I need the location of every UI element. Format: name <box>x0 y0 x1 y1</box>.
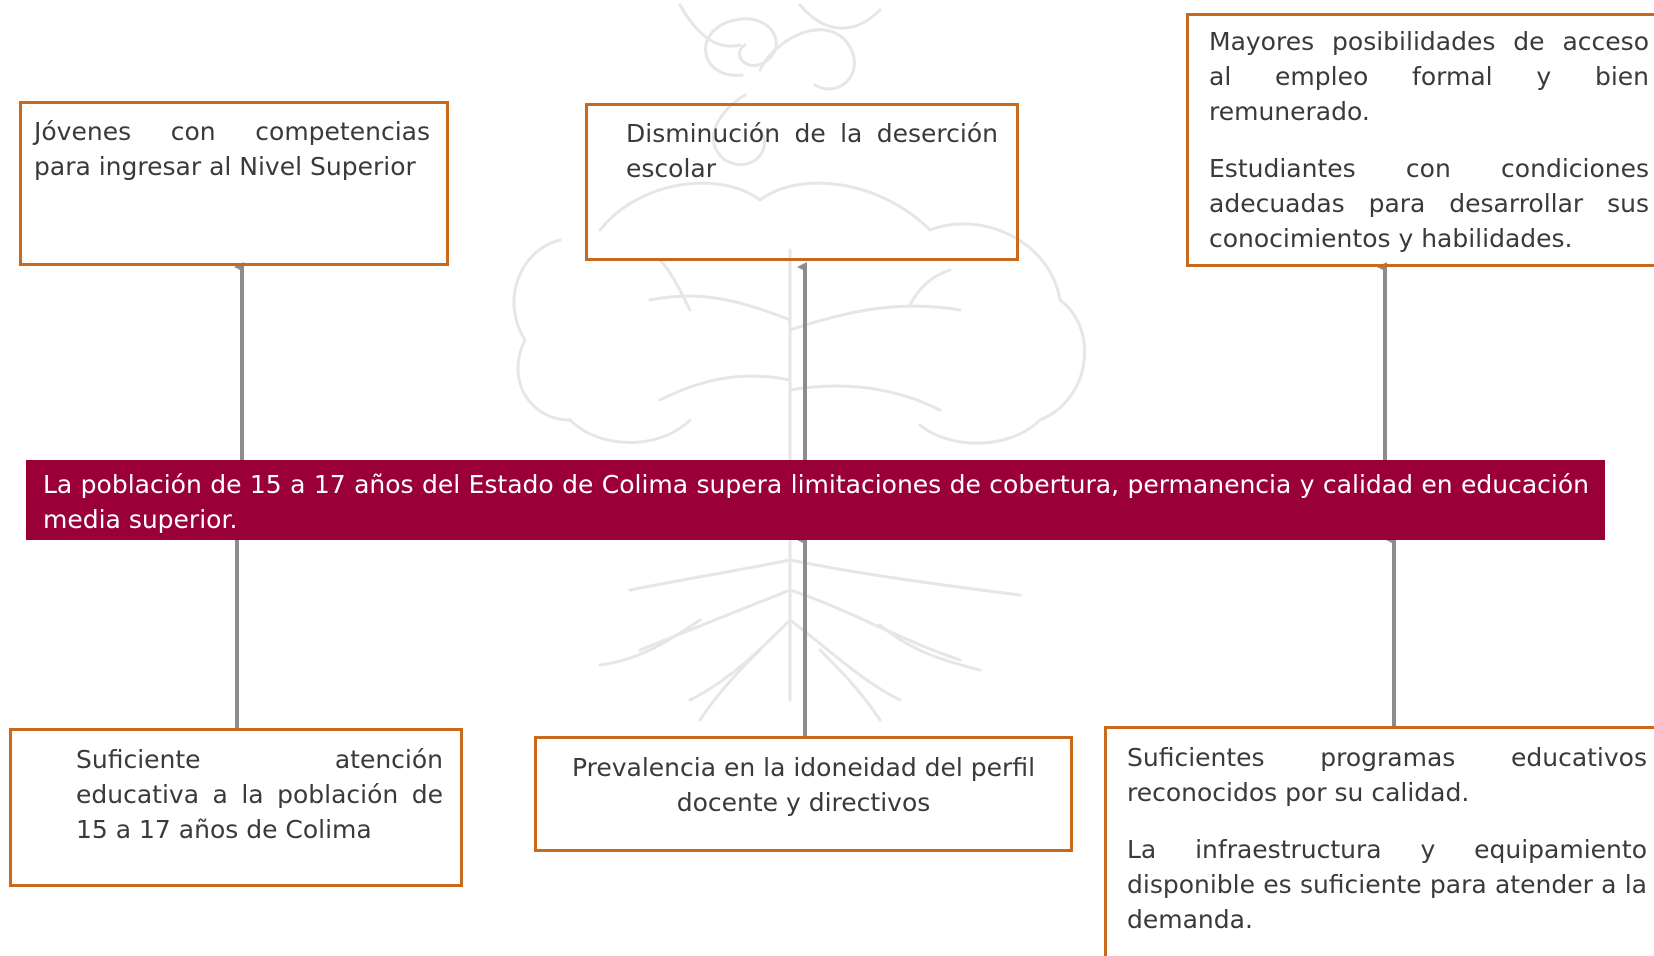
effect-text: Disminución de la deserción escolar <box>626 119 998 183</box>
effect-box-competencias: Jóvenes con competencias para ingresar a… <box>19 101 449 266</box>
cause-box-atencion: Suficiente atención educativa a la pobla… <box>9 728 463 887</box>
effect-text: Jóvenes con competencias para ingresar a… <box>34 117 430 181</box>
central-problem-text: La población de 15 a 17 años del Estado … <box>43 470 1589 534</box>
cause-text: Prevalencia en la idoneidad del perfil d… <box>571 753 1036 817</box>
cause-text: La infraestructura y equipamiento dispon… <box>1127 835 1647 934</box>
effect-text: Estudiantes con condiciones adecuadas pa… <box>1209 154 1649 253</box>
effect-box-desercion: Disminución de la deserción escolar <box>585 103 1019 261</box>
cause-text: Suficiente atención educativa a la pobla… <box>76 745 443 844</box>
effect-text: Mayores posibilidades de acceso al emple… <box>1209 27 1649 126</box>
cause-box-programas: Suficientes programas educativos reconoc… <box>1104 726 1654 956</box>
effect-box-empleo: Mayores posibilidades de acceso al emple… <box>1186 13 1654 267</box>
cause-box-perfil-docente: Prevalencia en la idoneidad del perfil d… <box>534 736 1073 852</box>
cause-text: Suficientes programas educativos reconoc… <box>1127 743 1647 807</box>
central-problem-banner: La población de 15 a 17 años del Estado … <box>26 460 1605 540</box>
